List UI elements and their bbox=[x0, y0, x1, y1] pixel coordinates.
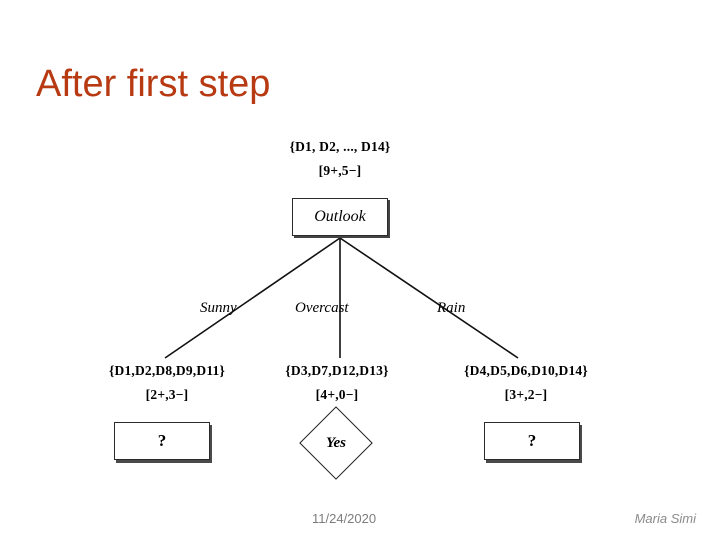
branch-label-sunny: Sunny bbox=[200, 300, 237, 316]
child-counts-label-sunny: [2+,3−] bbox=[145, 387, 189, 402]
tree-edges bbox=[164, 237, 519, 359]
footer-date: 11/24/2020 bbox=[312, 511, 377, 526]
leaf-node-overcast-yes[interactable]: Yes bbox=[326, 434, 346, 451]
child-counts-label-overcast: [4+,0−] bbox=[315, 387, 359, 402]
root-set-label: {D1, D2, ..., D14} bbox=[289, 139, 391, 154]
leaf-node-rain-unknown[interactable]: ? bbox=[484, 422, 580, 460]
edge-sunny bbox=[164, 237, 341, 359]
root-node: {D1, D2, ..., D14} [9+,5−] bbox=[210, 138, 470, 179]
child-counts-label-rain: [3+,2−] bbox=[504, 387, 548, 402]
child-node-rain: {D4,D5,D6,D10,D14} [3+,2−] bbox=[412, 362, 640, 403]
child-node-sunny: {D1,D2,D8,D9,D11} [2+,3−] bbox=[62, 362, 272, 403]
edge-rain bbox=[339, 237, 519, 359]
child-set-label-sunny: {D1,D2,D8,D9,D11} bbox=[108, 363, 226, 378]
leaf-node-sunny-unknown[interactable]: ? bbox=[114, 422, 210, 460]
attribute-node-outlook[interactable]: Outlook bbox=[292, 198, 388, 236]
child-set-label-rain: {D4,D5,D6,D10,D14} bbox=[464, 363, 588, 378]
child-node-overcast: {D3,D7,D12,D13} [4+,0−] bbox=[232, 362, 442, 403]
footer-author: Maria Simi bbox=[634, 511, 696, 526]
branch-label-rain: Rain bbox=[437, 300, 466, 316]
root-counts-label: [9+,5−] bbox=[318, 163, 362, 178]
branch-label-overcast: Overcast bbox=[295, 300, 349, 316]
page-title: After first step bbox=[36, 63, 271, 105]
child-set-label-overcast: {D3,D7,D12,D13} bbox=[285, 363, 389, 378]
decision-tree-diagram: {D1, D2, ..., D14} [9+,5−] Outlook Sunny… bbox=[0, 120, 720, 490]
